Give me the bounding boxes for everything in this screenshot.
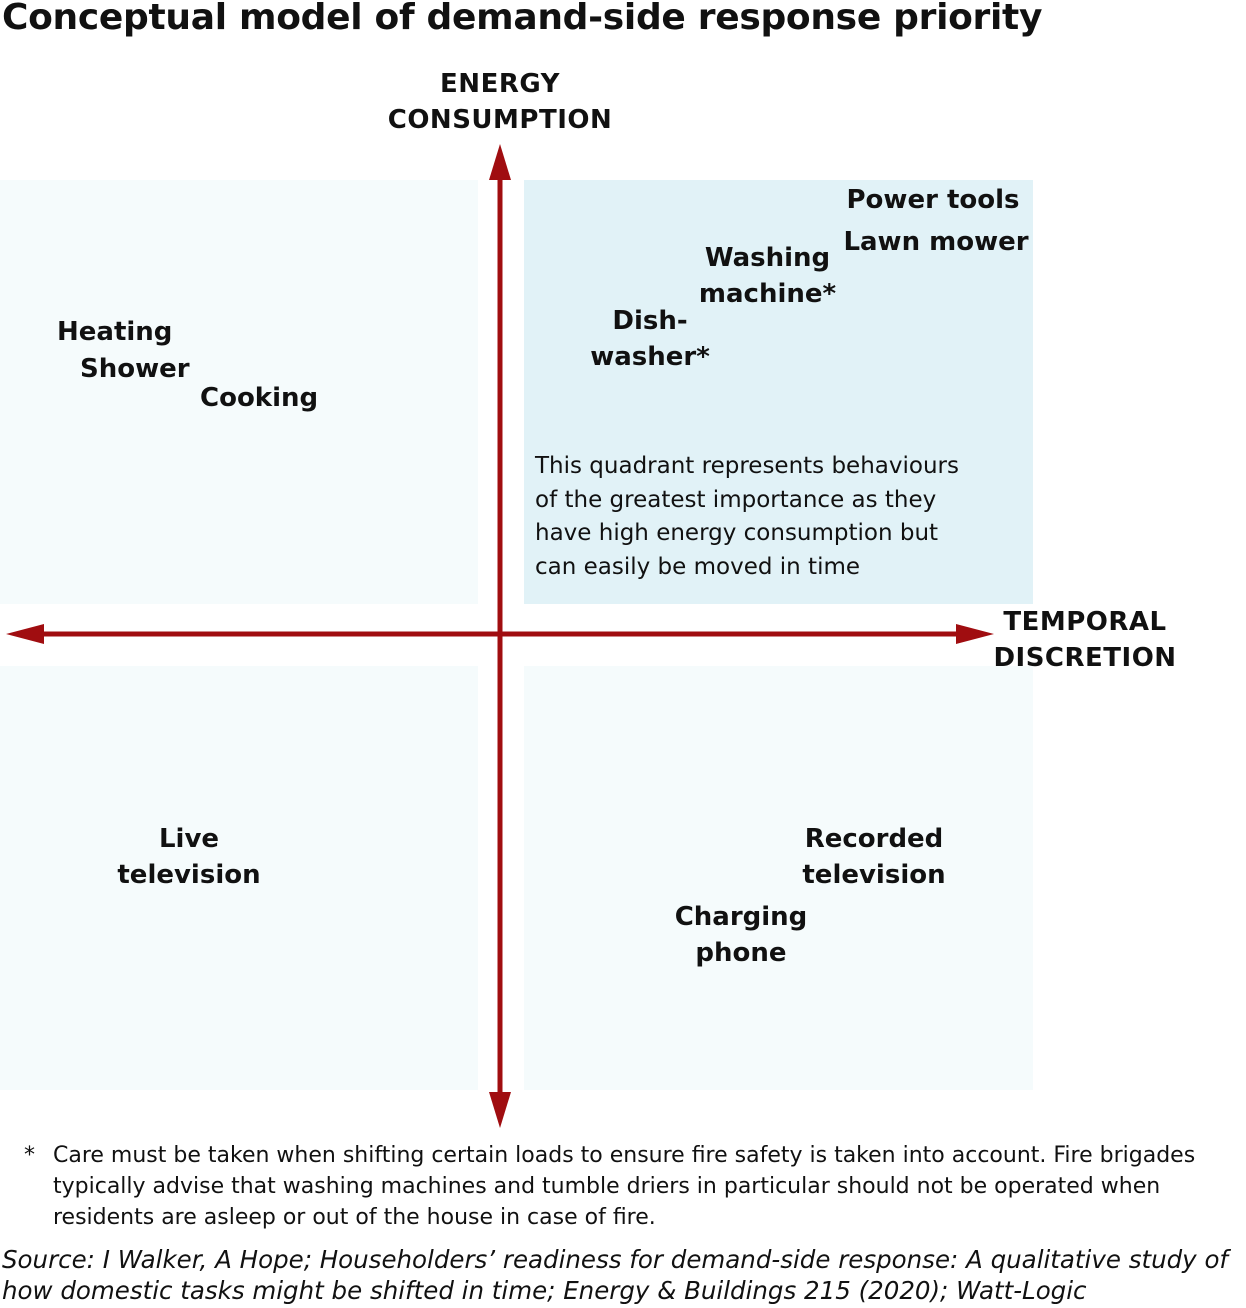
horizontal-axis-arrow-left <box>6 624 44 644</box>
item-recorded-television-line2: television <box>802 860 946 890</box>
footnote-text: Care must be taken when shifting certain… <box>53 1143 1196 1230</box>
item-power-tools: Power tools <box>846 185 1020 215</box>
item-washing-machine: Washing machine* <box>690 240 845 312</box>
item-live-television: Live television <box>110 821 268 893</box>
quadrant-note: This quadrant represents behaviours of t… <box>535 450 1015 584</box>
y-axis-label: ENERGY CONSUMPTION <box>380 66 620 138</box>
item-dishwasher-line1: Dish- <box>612 306 688 336</box>
x-axis-label: TEMPORAL DISCRETION <box>990 604 1180 676</box>
quadrant-top-right-highlight <box>524 180 1033 604</box>
item-charging-phone-line1: Charging <box>674 902 808 932</box>
page-title: Conceptual model of demand-side response… <box>2 0 1043 38</box>
item-live-television-line1: Live <box>158 824 220 854</box>
source-citation: Source: I Walker, A Hope; Householders’ … <box>2 1245 1229 1305</box>
quadrant-bottom-right <box>524 666 1033 1090</box>
x-axis-label-line1: TEMPORAL <box>1003 607 1167 637</box>
item-shower: Shower <box>80 354 190 384</box>
footnote-marker: * <box>24 1143 35 1168</box>
item-charging-phone: Charging phone <box>666 899 816 971</box>
quadrant-note-line3: have high energy consumption but <box>535 520 939 546</box>
item-dishwasher-line2: washer* <box>590 342 710 372</box>
quadrant-note-line1: This quadrant represents behaviours <box>535 453 959 479</box>
item-recorded-television: Recorded television <box>796 821 952 893</box>
item-washing-machine-line1: Washing <box>704 243 831 273</box>
y-axis-label-line1: ENERGY <box>440 69 560 99</box>
item-washing-machine-line2: machine* <box>698 279 837 309</box>
item-live-television-line2: television <box>117 860 261 890</box>
item-heating: Heating <box>57 317 173 347</box>
footnote: * Care must be taken when shifting certa… <box>24 1140 1234 1233</box>
vertical-axis-arrow-up <box>489 144 511 180</box>
vertical-axis-arrow-down <box>489 1092 511 1128</box>
horizontal-axis-arrow-right <box>956 624 994 644</box>
item-charging-phone-line2: phone <box>695 938 787 968</box>
y-axis-label-line2: CONSUMPTION <box>387 105 613 135</box>
item-dishwasher: Dish- washer* <box>580 303 720 375</box>
quadrant-bottom-left <box>0 666 478 1090</box>
x-axis-label-line2: DISCRETION <box>993 643 1177 673</box>
quadrant-note-line4: can easily be moved in time <box>535 553 861 580</box>
item-cooking: Cooking <box>200 383 319 413</box>
item-recorded-television-line1: Recorded <box>804 824 944 854</box>
quadrant-top-left <box>0 180 478 604</box>
item-lawn-mower: Lawn mower <box>843 227 1029 257</box>
quadrant-note-line2: of the greatest importance as they <box>535 486 937 513</box>
